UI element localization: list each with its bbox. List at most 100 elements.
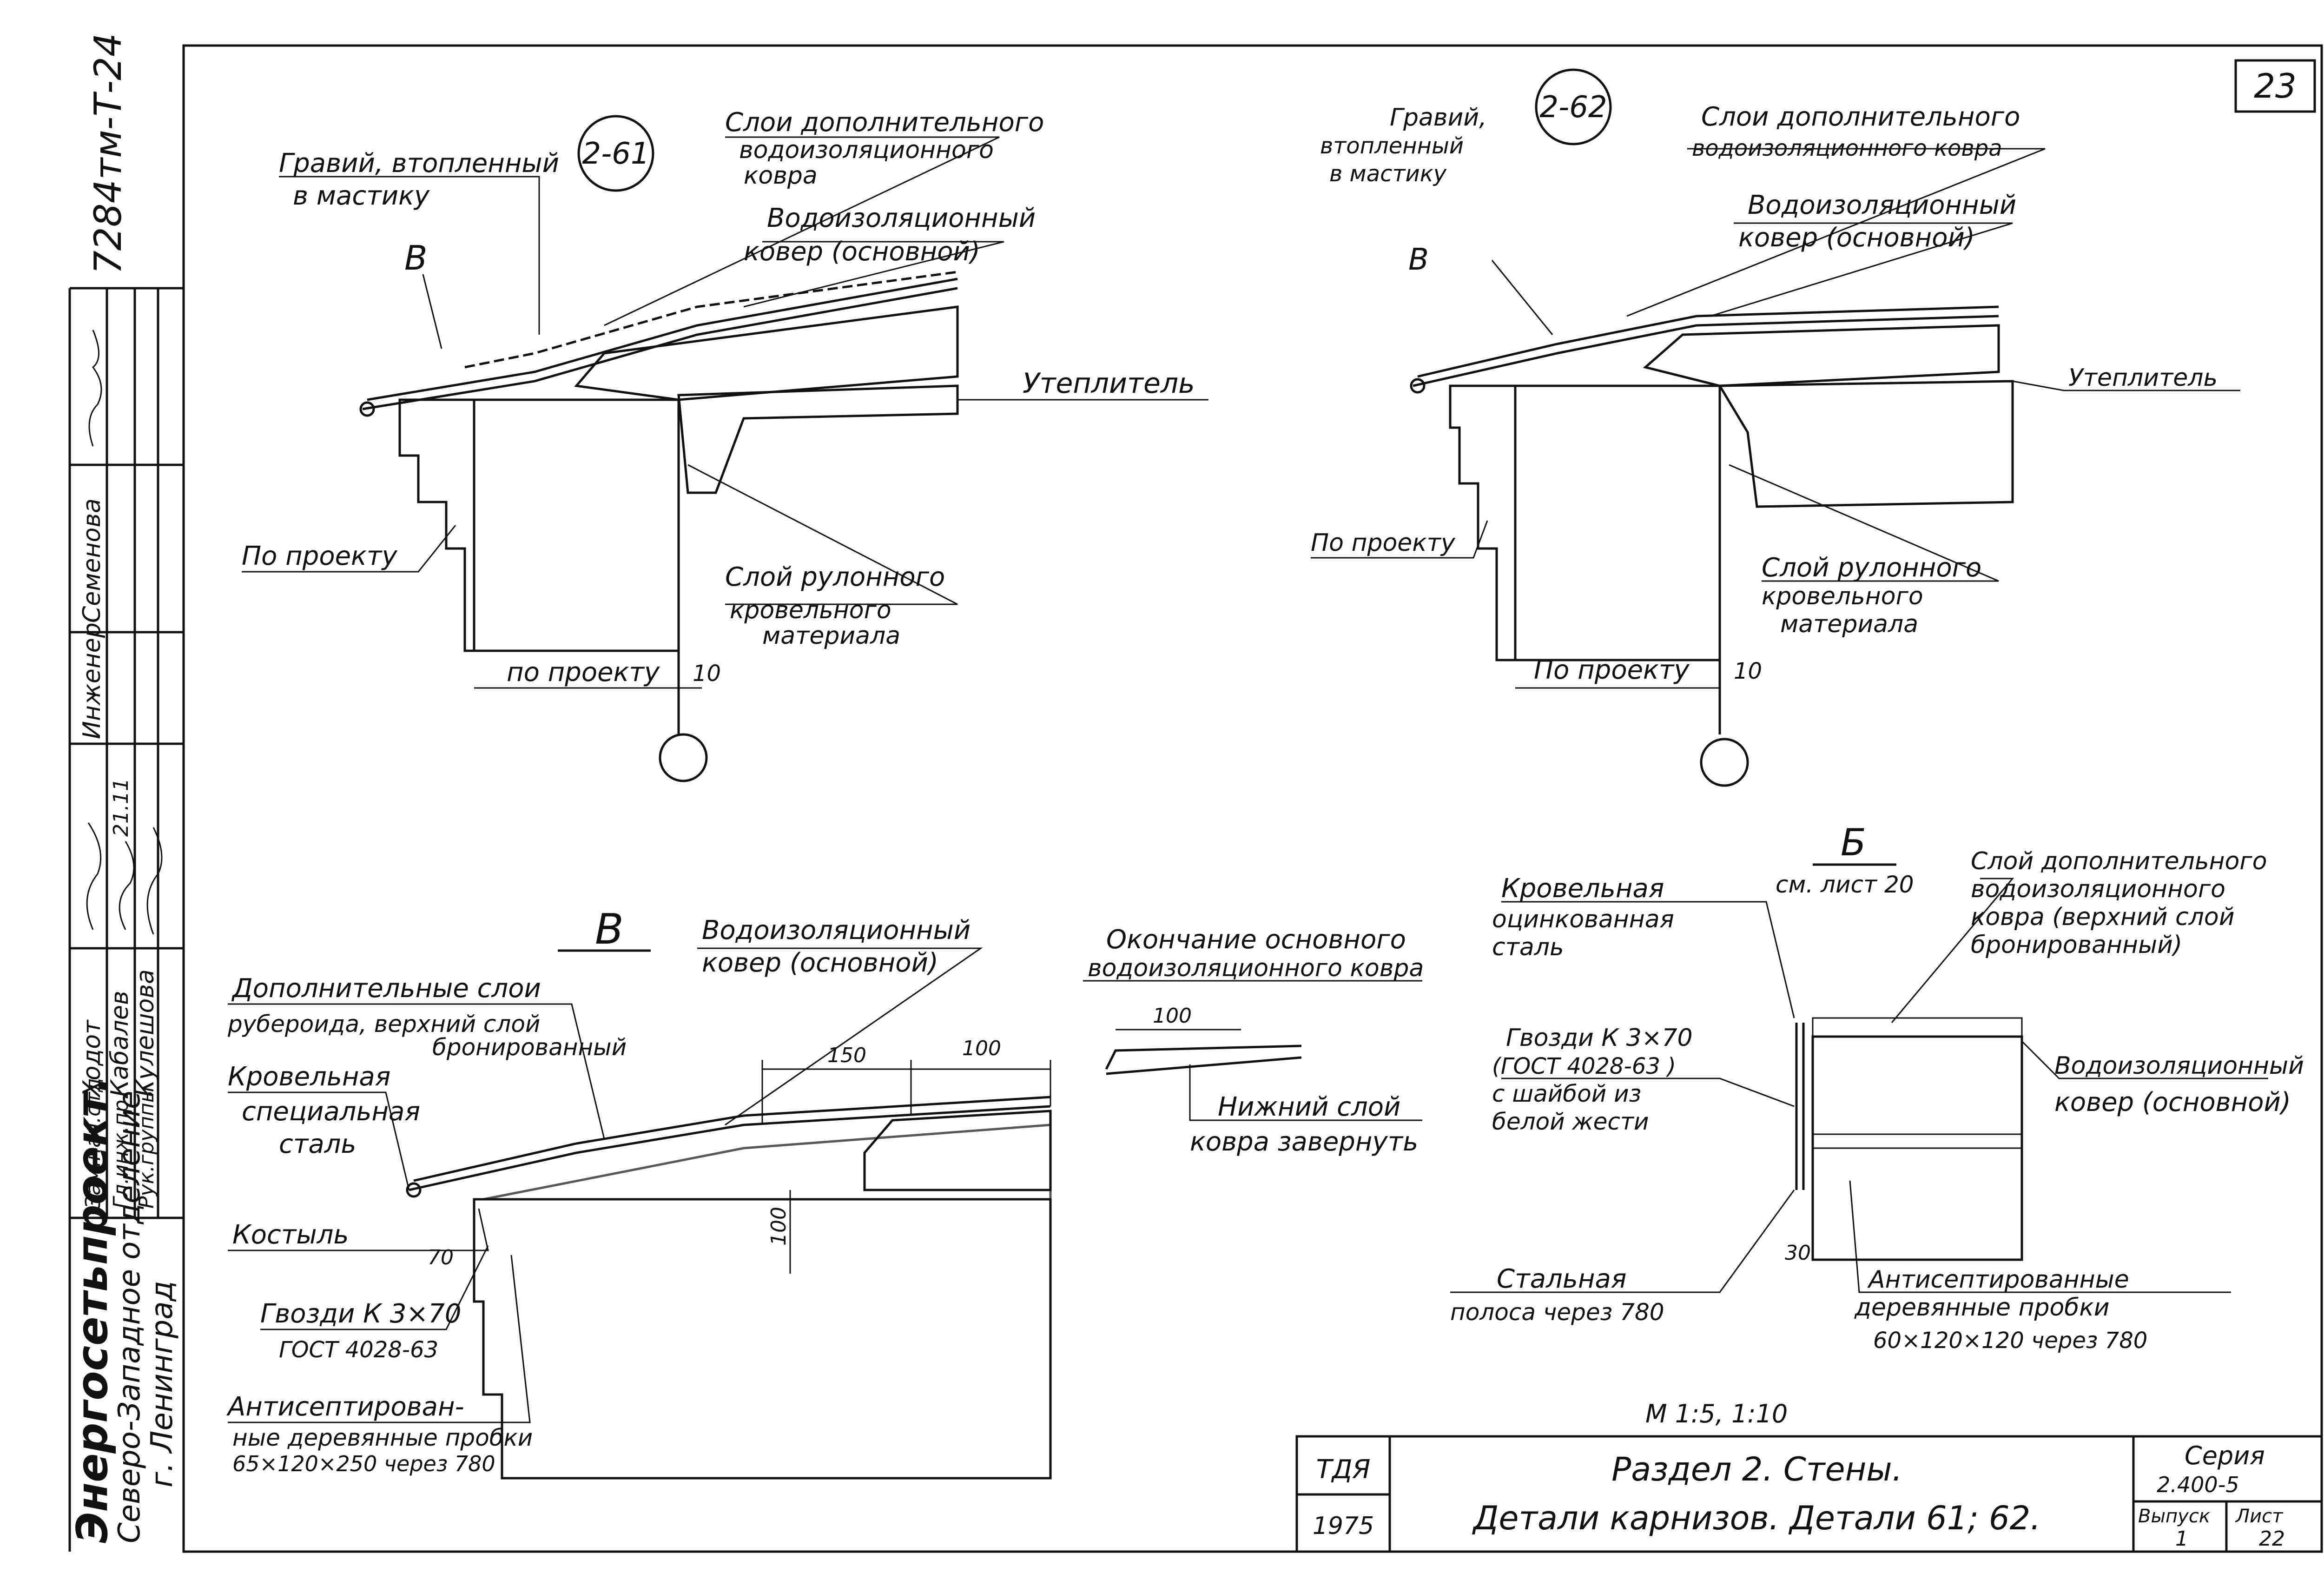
- label: Костыль: [232, 1220, 349, 1250]
- label: Гравий,: [1390, 104, 1487, 132]
- label: Водоизоляционный: [767, 203, 1036, 233]
- title-line-1: Раздел 2. Стены.: [1611, 1450, 1902, 1488]
- detail-title: В: [595, 905, 624, 954]
- stamp-role-3: Рук.группы: [135, 1087, 158, 1209]
- label: кровельного: [1762, 582, 1923, 610]
- series-value: 2.400-5: [2157, 1472, 2239, 1497]
- label: В: [1408, 243, 1429, 277]
- label: ковра: [744, 162, 818, 190]
- label: Слой рулонного: [725, 562, 945, 592]
- sheet-frame: [182, 44, 2323, 1553]
- label: водоизоляционного ковра: [1088, 954, 1424, 982]
- year: 1975: [1313, 1512, 1374, 1540]
- org: ТДЯ: [1316, 1454, 1371, 1485]
- stamp-name-engineer: Семенова: [78, 498, 106, 623]
- stamp-role-1: Зам.нач.отд: [81, 1078, 105, 1209]
- label: Гвозди К 3×70: [1506, 1024, 1693, 1052]
- label: (ГОСТ 4028-63 ): [1492, 1053, 1676, 1079]
- detail-tag: 2-61: [582, 137, 649, 171]
- stamp-role-2: Гл.инж.пр.: [109, 1093, 133, 1209]
- label: По проекту: [1311, 529, 1456, 557]
- signature: [86, 822, 102, 930]
- signature: [146, 827, 163, 935]
- detail-b: Б см. лист 20 Кровельная оцинкованная ст…: [1450, 821, 2304, 1354]
- sheet-number-box: [2234, 59, 2316, 113]
- label: По проекту: [1534, 655, 1690, 685]
- label: Слои дополнительного: [1701, 102, 2020, 132]
- label: рубероида, верхний слой: [227, 1011, 540, 1038]
- drawing-code: 7284тм-Т-24: [86, 33, 130, 274]
- label: кровельного: [730, 596, 891, 624]
- title-line-2: Детали карнизов. Детали 61; 62.: [1472, 1499, 2041, 1537]
- label: 10: [1734, 658, 1762, 684]
- label: втопленный: [1320, 133, 1464, 159]
- label: ковра завернуть: [1190, 1127, 1418, 1157]
- label: материала: [762, 622, 900, 650]
- label: бронированный): [1971, 931, 2182, 959]
- stamp-date: 21.11: [109, 778, 133, 837]
- label: Утеплитель: [1023, 367, 1195, 400]
- label: 60×120×120 через 780: [1873, 1328, 2147, 1354]
- stamp-name-2: Кабалев: [106, 991, 134, 1097]
- label: Дополнительные слои: [231, 973, 541, 1004]
- label: материала: [1780, 610, 1918, 638]
- org-main: Энергосетьпроект.: [67, 1076, 117, 1543]
- sheet-value: 22: [2259, 1527, 2285, 1551]
- label: Гравий, втопленный: [279, 148, 559, 178]
- issue-value: 1: [2175, 1527, 2188, 1551]
- label: полоса через 780: [1450, 1299, 1664, 1326]
- title-block: ТДЯ 1975 Раздел 2. Стены. Детали карнизо…: [1295, 1435, 2323, 1553]
- label: бронированный: [432, 1034, 627, 1061]
- label: ные деревянные пробки: [232, 1424, 533, 1451]
- label: ковер (основной): [1738, 223, 1975, 253]
- label: Кровельная: [1501, 873, 1664, 904]
- label: 30: [1785, 1241, 1811, 1265]
- side-stamp: 7284тм-Т-24 Энергосетьпроект. Северо-Зап…: [67, 33, 184, 1552]
- label: Слой дополнительного: [1971, 847, 2267, 875]
- label: сталь: [279, 1129, 357, 1159]
- label: По проекту: [242, 541, 397, 571]
- label: ковер (основной): [2054, 1087, 2291, 1117]
- detail-2-61: 2-61 Гравий, втопленный в мастику Слои д…: [242, 107, 1208, 782]
- label: в мастику: [293, 181, 430, 211]
- label: водоизоляционного: [739, 136, 994, 164]
- label: специальная: [242, 1097, 420, 1127]
- series-label: Серия: [2185, 1441, 2265, 1470]
- sheet-number: 23: [2254, 66, 2297, 106]
- label: Кровельная: [228, 1062, 390, 1092]
- label: водоизоляционного ковра: [1692, 135, 2002, 161]
- org-sub: Северо-Западное отделение: [112, 1091, 147, 1543]
- stamp-role-engineer: Инженер: [78, 622, 106, 739]
- label: В: [404, 238, 427, 278]
- label: 70: [428, 1246, 454, 1269]
- label: см. лист 20: [1776, 871, 1914, 898]
- label: Водоизоляционный: [1748, 190, 2016, 220]
- label: ковра (верхний слой: [1971, 903, 2235, 931]
- sheet-label: Лист: [2235, 1506, 2284, 1527]
- label: сталь: [1492, 933, 1564, 961]
- label: с шайбой из: [1492, 1080, 1641, 1107]
- detail-tag: 2-62: [1539, 90, 1607, 125]
- label: ковер (основной): [744, 237, 980, 267]
- label: водоизоляционного: [1971, 875, 2225, 903]
- label: 65×120×250 через 780: [232, 1451, 495, 1476]
- signature: [88, 330, 102, 447]
- label: 150: [827, 1044, 866, 1067]
- label: ГОСТ 4028-63: [279, 1337, 438, 1363]
- label: 10: [693, 661, 721, 687]
- label: Антисептированные: [1867, 1266, 2129, 1294]
- detail-v: В Водоизоляционный ковер (основной) Допо…: [226, 905, 1052, 1480]
- label: Утеплитель: [2068, 364, 2218, 392]
- label: Гвозди К 3×70: [260, 1299, 462, 1329]
- stamp-name-3: Кулешова: [132, 969, 159, 1097]
- label: 100: [767, 1207, 791, 1246]
- label: по проекту: [507, 657, 660, 687]
- label: в мастику: [1329, 161, 1447, 187]
- label: Водоизоляционный: [702, 915, 971, 945]
- stamp-name-1: Ходот: [78, 1019, 106, 1098]
- label: оцинкованная: [1492, 906, 1674, 933]
- label: деревянные пробки: [1854, 1294, 2110, 1322]
- label: Стальная: [1497, 1264, 1626, 1294]
- label: ковер (основной): [702, 948, 938, 978]
